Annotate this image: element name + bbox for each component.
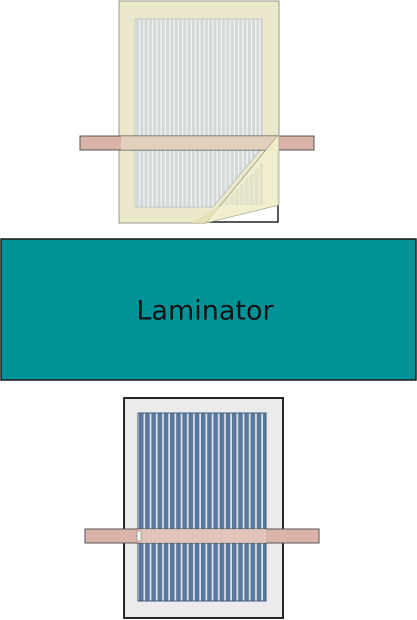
ribbon-cell-overlay xyxy=(138,529,266,543)
unlaminated-stack xyxy=(79,0,315,224)
peeled-flap-shadow xyxy=(192,205,222,223)
ribbon-joint xyxy=(136,530,142,542)
peeled-flap xyxy=(204,132,280,224)
laminator-label: Laminator xyxy=(136,296,274,327)
solar-cell-blue xyxy=(137,412,267,602)
ribbon-overlay xyxy=(121,136,278,150)
laminated-module xyxy=(84,397,320,619)
laminator: Laminator xyxy=(0,238,417,381)
laminator-box xyxy=(0,238,417,381)
solar-cell-gray xyxy=(134,18,263,208)
